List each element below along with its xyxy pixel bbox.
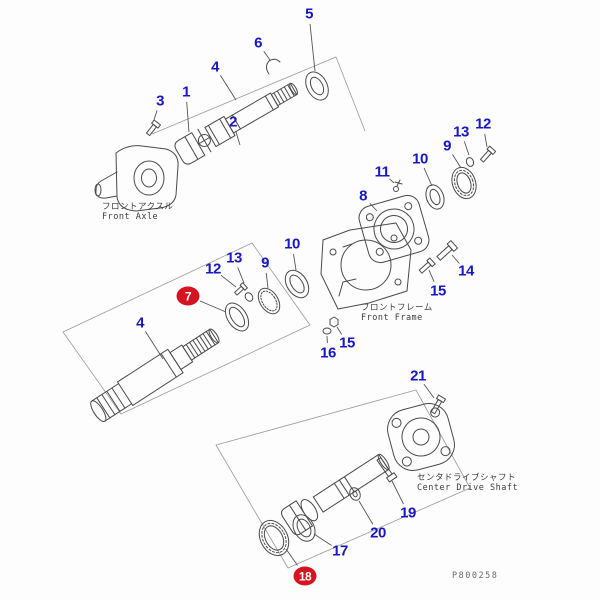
drive-shaft-4-art [90,328,220,422]
coupling-flange-art [387,403,455,471]
callout-8[interactable]: 8 [359,187,367,205]
leader-line-20 [358,500,374,525]
callout-11[interactable]: 11 [374,163,390,181]
snap-ring-9-art [257,287,281,315]
callout-13[interactable]: 13 [226,249,242,267]
leader-line-21 [423,383,435,399]
seal-10-art [425,184,445,210]
washer-13-mid-art [244,292,254,302]
leader-line-14 [451,254,460,264]
leader-line-4 [220,75,237,101]
yoke-art [281,499,319,536]
nut-15-art [329,316,339,328]
callout-20[interactable]: 20 [370,524,386,542]
center-drive-shaft-label-jp: センタドライブシャフト [417,473,517,483]
leader-line-12 [484,133,488,148]
bolt-14-art [436,240,459,261]
drawing-number: P800258 [452,571,499,581]
bolt-21-art [430,394,446,415]
callout-17[interactable]: 17 [332,542,348,560]
front-axle-label-en: Front Axle [102,212,159,222]
leader-line-13 [237,267,245,284]
leader-line-2 [235,131,241,146]
leader-line-7 [199,300,227,313]
callout-2[interactable]: 2 [229,113,237,131]
washer-13-art [465,157,475,167]
callout-9[interactable]: 9 [261,254,269,272]
leader-line-5 [309,23,316,72]
callout-7-highlighted[interactable]: 7 [176,286,200,306]
front-axle-art [94,145,179,212]
bolt-15-art [418,257,436,274]
callout-16[interactable]: 16 [320,344,336,362]
leader-line-8 [369,202,378,212]
leader-line-10 [293,253,297,271]
leader-line-12 [220,274,237,288]
callout-13[interactable]: 13 [453,123,469,141]
callout-12[interactable]: 12 [205,260,221,278]
callout-14[interactable]: 14 [458,262,474,280]
leader-line-19 [391,480,404,505]
propeller-shaft-art [174,82,298,165]
front-axle-label-jp: フロントアクスル [102,202,174,212]
leader-line-17 [313,533,332,546]
callout-4[interactable]: 4 [136,314,144,332]
callout-19[interactable]: 19 [400,504,416,522]
callout-4[interactable]: 4 [211,58,219,76]
bolt-3-art [145,119,161,137]
leader-line-9 [452,154,462,169]
bearing-9-art [451,166,477,200]
washer-16-art [322,327,332,335]
callout-3[interactable]: 3 [156,92,164,110]
callout-5[interactable]: 5 [305,5,313,23]
leader-line-15 [336,326,343,335]
leader-line-13 [463,141,470,156]
leader-line-6 [263,50,271,61]
callout-18-highlighted[interactable]: 18 [293,566,317,586]
bearing-10-art [284,269,310,299]
seal-17-art [292,514,316,542]
callout-15[interactable]: 15 [339,334,355,352]
seal-18-art [258,519,290,557]
leader-line-9 [265,272,269,289]
section-label-front-axle: フロントアクスル Front Axle [102,202,173,222]
front-frame-label-jp: フロントフレーム [361,303,433,313]
leader-line-11 [389,178,395,184]
bolt-19-art [376,457,398,483]
bearing-ring-5-art [305,71,329,101]
bearing-cage-8-art [358,194,430,264]
washer-20-art [349,487,361,501]
front-frame-art [320,222,412,310]
callout-21[interactable]: 21 [410,367,426,385]
grease-fitting-11-art [393,179,403,192]
callout-1[interactable]: 1 [182,83,190,101]
leader-line-10 [423,167,433,187]
leader-line-1 [186,101,190,133]
callout-15[interactable]: 15 [430,282,446,300]
callout-6[interactable]: 6 [254,34,262,52]
bolt-12-art [479,145,497,163]
front-frame-label-en: Front Frame [361,313,423,323]
callout-10[interactable]: 10 [284,235,300,253]
center-drive-shaft-label-en: Center Drive Shaft [417,483,519,493]
leader-line-18 [285,548,298,566]
snap-clip-6-art [266,58,281,75]
callout-12[interactable]: 12 [475,115,491,133]
section-label-center-drive-shaft: センタドライブシャフト Center Drive Shaft [417,473,518,493]
section-frames [62,56,471,569]
callout-10[interactable]: 10 [412,150,428,168]
leader-line-4 [145,331,164,360]
callout-9[interactable]: 9 [443,137,451,155]
leader-line-3 [153,110,158,121]
leader-line-15 [428,269,435,282]
section-label-front-frame: フロントフレーム Front Frame [361,303,433,323]
bolt-12-mid-art [234,282,248,296]
